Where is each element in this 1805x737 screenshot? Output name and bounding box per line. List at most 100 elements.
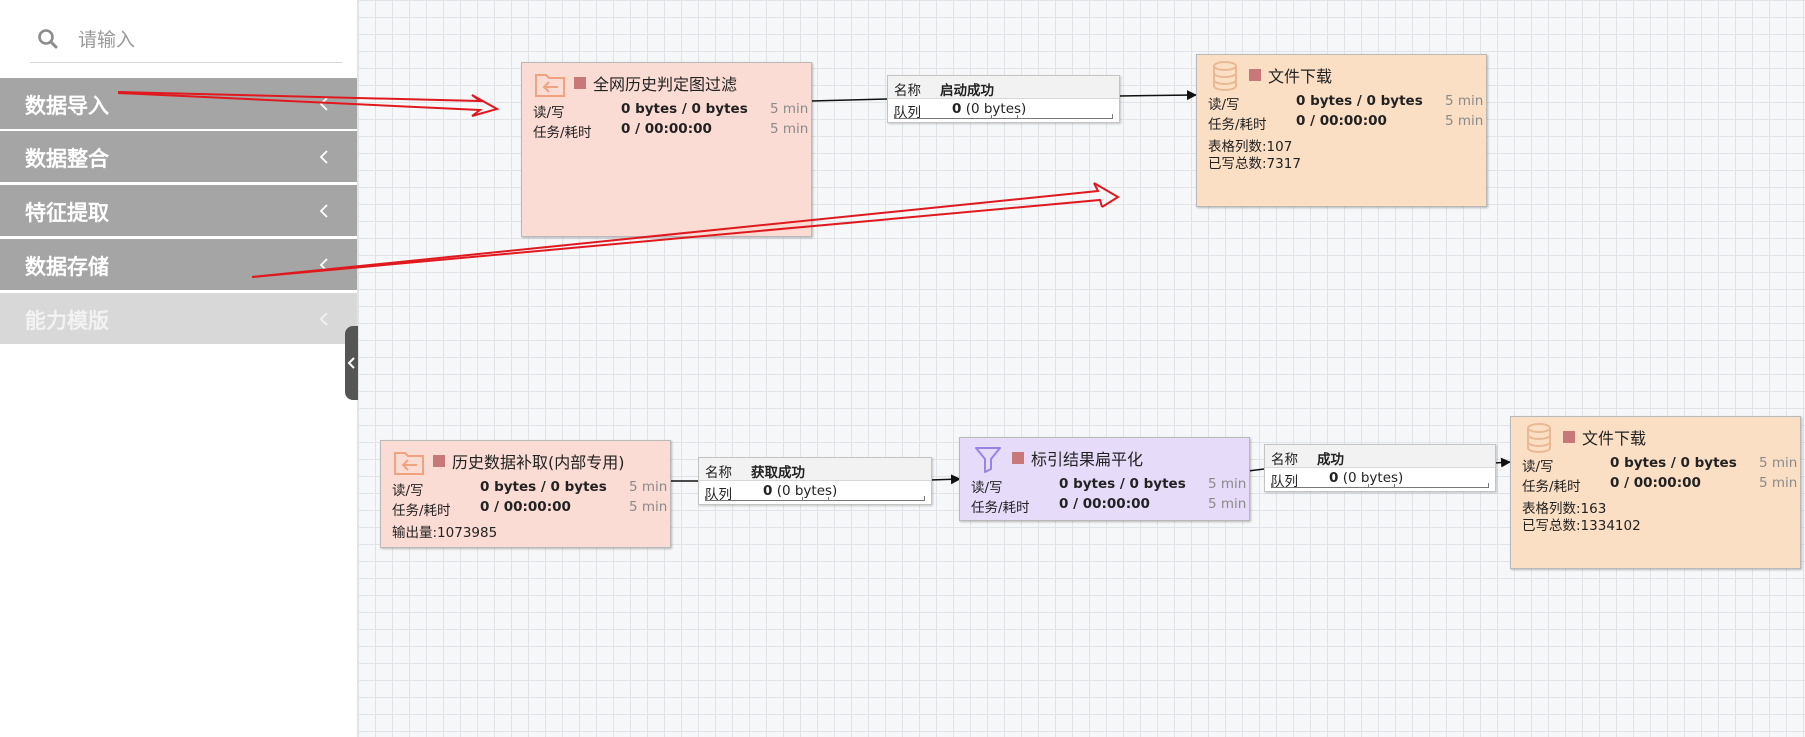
task-time-label: 任务/耗时 xyxy=(1208,117,1267,133)
task-time-value: 0 / 00:00:00 xyxy=(1296,113,1387,129)
chevron-left-icon xyxy=(347,357,355,369)
task-time-value: 0 / 00:00:00 xyxy=(1610,475,1701,491)
read-write-value: 0 bytes / 0 bytes xyxy=(1296,93,1423,109)
status-square xyxy=(574,77,586,89)
menu-data-integration[interactable]: 数据整合 xyxy=(0,131,357,182)
connection-name-value: 启动成功 xyxy=(940,83,994,99)
connection-line[interactable] xyxy=(929,474,961,485)
queue-label: 队列 xyxy=(1271,474,1298,490)
task-time-duration: 5 min xyxy=(1759,475,1798,491)
connection-line[interactable] xyxy=(810,98,888,102)
task-time-duration: 5 min xyxy=(1445,113,1484,129)
connection-name-label: 名称 xyxy=(1271,452,1298,468)
menu-label: 数据整合 xyxy=(25,147,109,171)
chevron-left-icon xyxy=(319,97,328,111)
chevron-left-icon xyxy=(319,258,328,272)
task-time-value: 0 / 00:00:00 xyxy=(480,499,571,515)
menu-label: 特征提取 xyxy=(25,201,109,225)
task-time-label: 任务/耗时 xyxy=(971,500,1030,516)
connection-queue[interactable]: 名称 获取成功 队列 0 (0 bytes) xyxy=(698,457,932,505)
menu-label: 数据存储 xyxy=(25,255,109,279)
read-write-label: 读/写 xyxy=(971,480,1003,496)
processor-node[interactable]: 标引结果扁平化 读/写 0 bytes / 0 bytes 5 min 任务/耗… xyxy=(959,437,1250,521)
processor-title: 标引结果扁平化 xyxy=(1031,450,1144,469)
status-square xyxy=(1563,431,1575,443)
funnel-filter-icon xyxy=(975,447,1001,473)
task-time-label: 任务/耗时 xyxy=(533,125,592,141)
read-write-label: 读/写 xyxy=(1522,459,1554,475)
sidebar: 数据导入 数据整合 特征提取 数据存储 能力模版 xyxy=(0,0,358,737)
queue-progress-bar xyxy=(894,114,1113,119)
queue-label: 队列 xyxy=(894,105,921,121)
processor-title: 文件下载 xyxy=(1582,429,1647,448)
read-write-value: 0 bytes / 0 bytes xyxy=(1610,455,1737,471)
read-write-time: 5 min xyxy=(1445,93,1484,109)
menu-feature-extraction[interactable]: 特征提取 xyxy=(0,185,357,236)
task-time-duration: 5 min xyxy=(770,121,809,137)
read-write-time: 5 min xyxy=(629,479,668,495)
chevron-left-icon xyxy=(319,312,328,326)
task-time-value: 0 / 00:00:00 xyxy=(621,121,712,137)
read-write-label: 读/写 xyxy=(392,483,424,499)
connection-queue[interactable]: 名称 启动成功 队列 0 (0 bytes) xyxy=(887,75,1120,123)
read-write-time: 5 min xyxy=(1208,476,1247,492)
connection-name-label: 名称 xyxy=(894,83,921,99)
status-square xyxy=(1012,452,1024,464)
read-write-value: 0 bytes / 0 bytes xyxy=(1059,476,1186,492)
connection-header: 名称 启动成功 xyxy=(888,76,1119,99)
queue-count: 0 xyxy=(763,483,773,499)
queue-bytes: (0 bytes) xyxy=(1342,470,1404,486)
processor-node[interactable]: 文件下载 读/写 0 bytes / 0 bytes 5 min 任务/耗时 0… xyxy=(1510,416,1801,569)
queue-bytes: (0 bytes) xyxy=(965,101,1027,117)
menu-label: 能力模版 xyxy=(25,309,109,333)
queue-label: 队列 xyxy=(705,487,732,503)
queue-count: 0 xyxy=(1329,470,1339,486)
connection-name-label: 名称 xyxy=(705,465,732,481)
read-write-label: 读/写 xyxy=(1208,97,1240,113)
folder-import-icon xyxy=(394,452,424,475)
processor-title: 历史数据补取(内部专用) xyxy=(452,453,625,472)
menu-data-import[interactable]: 数据导入 xyxy=(0,78,357,129)
read-write-value: 0 bytes / 0 bytes xyxy=(621,101,748,117)
chevron-left-icon xyxy=(319,204,328,218)
queue-bytes: (0 bytes) xyxy=(776,483,838,499)
search-input[interactable] xyxy=(76,24,330,56)
menu-label: 数据导入 xyxy=(25,94,109,118)
read-write-time: 5 min xyxy=(770,101,809,117)
connection-header: 名称 获取成功 xyxy=(699,458,931,481)
connection-line[interactable] xyxy=(1117,90,1197,101)
processor-node[interactable]: 历史数据补取(内部专用) 读/写 0 bytes / 0 bytes 5 min… xyxy=(380,440,671,548)
column-count: 表格列数:107 xyxy=(1208,139,1293,155)
folder-import-icon xyxy=(535,74,565,97)
flow-canvas[interactable]: 全网历史判定图过滤 读/写 0 bytes / 0 bytes 5 min 任务… xyxy=(358,0,1805,737)
written-total: 已写总数:7317 xyxy=(1208,156,1301,172)
connection-queue[interactable]: 名称 成功 队列 0 (0 bytes) xyxy=(1264,444,1496,492)
connection-name-value: 成功 xyxy=(1317,452,1344,468)
task-time-label: 任务/耗时 xyxy=(392,503,451,519)
queue-value: 0 (0 bytes) xyxy=(952,101,1026,117)
processor-node[interactable]: 全网历史判定图过滤 读/写 0 bytes / 0 bytes 5 min 任务… xyxy=(521,62,812,237)
queue-value: 0 (0 bytes) xyxy=(763,483,837,499)
read-write-label: 读/写 xyxy=(533,105,565,121)
written-total: 已写总数:1334102 xyxy=(1522,518,1641,534)
database-icon xyxy=(1527,423,1551,453)
connection-lines xyxy=(669,90,1511,485)
connection-name-value: 获取成功 xyxy=(751,465,805,481)
search-box[interactable] xyxy=(30,18,342,63)
output-count: 输出量:1073985 xyxy=(392,525,498,541)
processor-title: 文件下载 xyxy=(1268,67,1333,86)
task-time-duration: 5 min xyxy=(629,499,668,515)
chevron-left-icon xyxy=(319,150,328,164)
connection-header: 名称 成功 xyxy=(1265,445,1495,468)
connection-line[interactable] xyxy=(1493,457,1511,468)
sidebar-collapse-handle[interactable] xyxy=(345,326,358,400)
database-icon xyxy=(1213,61,1237,91)
status-square xyxy=(1249,69,1261,81)
task-time-label: 任务/耗时 xyxy=(1522,479,1581,495)
processor-node[interactable]: 文件下载 读/写 0 bytes / 0 bytes 5 min 任务/耗时 0… xyxy=(1196,54,1487,207)
read-write-value: 0 bytes / 0 bytes xyxy=(480,479,607,495)
connection-line[interactable] xyxy=(1247,468,1265,472)
task-time-duration: 5 min xyxy=(1208,496,1247,512)
menu-data-storage[interactable]: 数据存储 xyxy=(0,239,357,290)
processor-title: 全网历史判定图过滤 xyxy=(593,75,738,94)
